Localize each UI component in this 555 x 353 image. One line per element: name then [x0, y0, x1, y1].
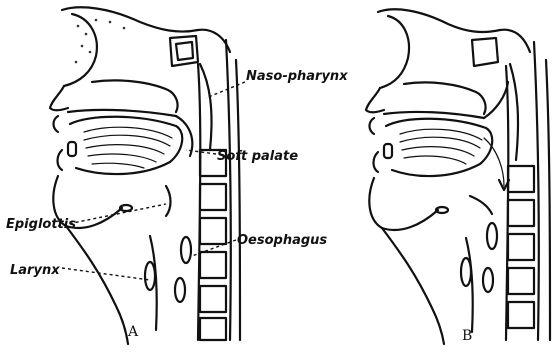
- panel-a-sphenoid-inner: [176, 42, 193, 60]
- panel-b-cartilage-1: [487, 223, 497, 249]
- panel-b-neck-front: [382, 228, 444, 344]
- leader-larynx: [62, 268, 150, 280]
- label-oesophagus: Oesophagus: [237, 233, 327, 248]
- panel-b-tooth: [384, 144, 392, 158]
- panel-b-vertebrae: [508, 166, 534, 328]
- panel-b-pharynx-wall: [510, 64, 518, 160]
- panel-a-spinal-cord: [236, 60, 240, 340]
- panel-b-cartilage-2: [483, 268, 493, 292]
- label-larynx: Larynx: [10, 263, 60, 278]
- panel-a-nasal-roof: [62, 7, 230, 52]
- panel-label-a: A: [127, 324, 139, 340]
- panel-b-soft-palate: [484, 82, 508, 118]
- panel-a-upper-bone: [64, 14, 97, 86]
- panel-a-upper-lip: [54, 116, 59, 132]
- label-epiglottis: Epiglottis: [6, 217, 76, 232]
- panel-b-sphenoid-box: [472, 38, 498, 66]
- panel-a-cartilage-1: [181, 237, 191, 263]
- panel-a-neck-front: [66, 226, 128, 344]
- panel-a-drawing: [50, 7, 240, 344]
- panel-b-hard-palate: [384, 112, 484, 118]
- label-naso-pharynx: Naso-pharynx: [246, 69, 348, 84]
- panel-a-epiglottis: [166, 186, 171, 216]
- panel-a-nasal-cavity: [92, 80, 178, 112]
- panel-b-upper-bone: [380, 16, 409, 88]
- panel-b-tongue-striations: [400, 129, 482, 164]
- panel-b-chin: [369, 178, 438, 230]
- panel-a-tongue-striations: [84, 127, 172, 168]
- panel-b-spinal-cord: [546, 60, 550, 340]
- panel-b-epiglottis: [470, 196, 492, 214]
- panel-b-nasal-cavity: [404, 82, 486, 114]
- panel-a-cartilage-2: [175, 278, 185, 302]
- panel-b-larynx-cartilage: [461, 258, 471, 286]
- panel-a-tooth: [68, 142, 76, 156]
- panel-b-lower-lip: [374, 152, 379, 172]
- panel-b-drawing: [366, 9, 550, 344]
- panel-a-hard-palate: [68, 110, 176, 116]
- panel-label-b: B: [462, 328, 472, 344]
- panel-b-upper-lip: [370, 118, 375, 134]
- panel-a-sphenoid-box: [170, 36, 198, 66]
- leader-naso-pharynx: [206, 82, 245, 98]
- panel-b-bolus-path: [484, 138, 504, 186]
- panel-a-pharynx-wall: [200, 64, 212, 150]
- panel-b-nose: [366, 88, 384, 112]
- panel-a-lower-lip: [58, 150, 63, 170]
- panel-a-larynx-cartilage: [145, 262, 155, 290]
- label-soft-palate: Soft palate: [217, 149, 298, 164]
- panel-b-nasal-roof: [378, 9, 530, 52]
- panel-a-nose: [50, 86, 68, 110]
- panel-a-bone-stipple: [75, 19, 126, 64]
